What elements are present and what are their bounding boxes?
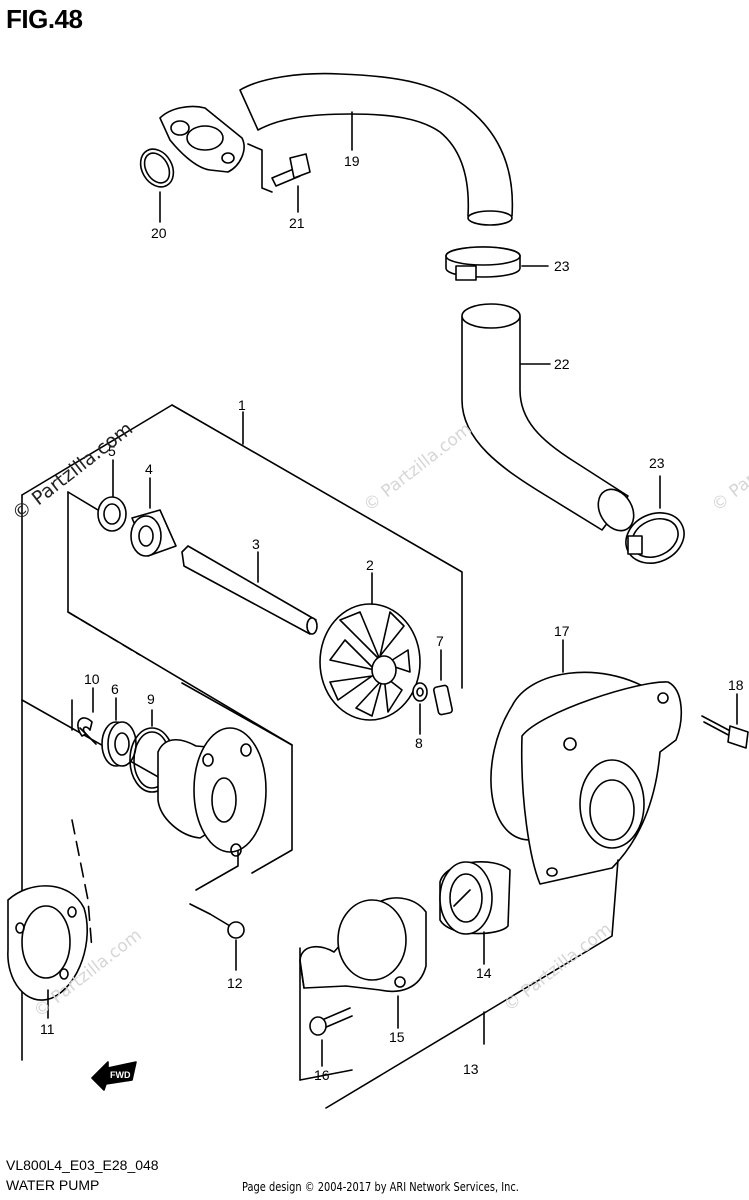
- callout-1: 1: [238, 397, 246, 413]
- o-ring-20: [139, 148, 175, 223]
- pipe-19: [159, 72, 514, 226]
- bolt-21: [247, 143, 311, 213]
- callout-19: 19: [344, 153, 360, 169]
- circlip-10: [77, 687, 97, 745]
- callout-11: 11: [40, 1021, 55, 1037]
- callout-16: 16: [314, 1067, 330, 1083]
- hose-clamp-23-lower: [625, 475, 685, 564]
- callout-21: 21: [289, 215, 305, 231]
- callout-6: 6: [111, 681, 119, 697]
- callout-23b: 23: [649, 455, 665, 471]
- part-1-group-outline: [21, 404, 463, 1061]
- callout-labels: 1 2 3 4 5 6 7 8 9 10 11 12 13 14 15 16 1…: [40, 153, 744, 1083]
- figure-title: FIG.48: [6, 4, 83, 34]
- part-13-group-outline: [299, 859, 619, 1109]
- callout-12: 12: [227, 975, 243, 991]
- screw-12: [209, 913, 245, 971]
- callout-23a: 23: [554, 258, 570, 274]
- bolt-18: [701, 693, 749, 749]
- thermostat-14: [439, 861, 511, 965]
- fwd-label: FWD: [110, 1070, 131, 1080]
- pump-case: [520, 681, 683, 885]
- callout-9: 9: [147, 691, 155, 707]
- alignment-lines: [71, 819, 211, 951]
- callout-3: 3: [252, 536, 260, 552]
- callout-22: 22: [554, 356, 570, 372]
- page-credit: Page design © 2004-2017 by ARI Network S…: [242, 1180, 519, 1194]
- callout-5: 5: [108, 443, 116, 459]
- thermostat-cover-15: [299, 897, 427, 1029]
- bolt-16: [309, 1007, 353, 1067]
- oil-seal-5: [97, 459, 127, 532]
- callout-7: 7: [436, 633, 444, 649]
- mechanical-seal-4: [130, 477, 177, 557]
- impeller-shaft-3: [181, 545, 318, 635]
- callout-8: 8: [415, 735, 423, 751]
- callout-14: 14: [476, 965, 492, 981]
- callout-2: 2: [366, 557, 374, 573]
- bearing-6: [101, 697, 137, 767]
- callout-17: 17: [554, 623, 570, 639]
- callout-13: 13: [463, 1061, 479, 1077]
- callout-18: 18: [728, 677, 744, 693]
- callout-20: 20: [151, 225, 167, 241]
- hose-clamp-23-upper: [445, 246, 549, 281]
- fwd-arrow: FWD: [91, 1061, 137, 1091]
- callout-15: 15: [389, 1029, 405, 1045]
- model-code: VL800L4_E03_E28_048: [6, 1157, 159, 1173]
- pump-body-1: [157, 411, 267, 857]
- impeller-2: [319, 572, 421, 721]
- washer-8: [412, 682, 428, 735]
- gasket-11: [7, 885, 88, 1019]
- callout-10: 10: [84, 671, 100, 687]
- diagram-name: WATER PUMP: [6, 1177, 100, 1193]
- callout-4: 4: [145, 461, 153, 477]
- pin-7: [433, 649, 453, 716]
- hose-22: [461, 303, 635, 532]
